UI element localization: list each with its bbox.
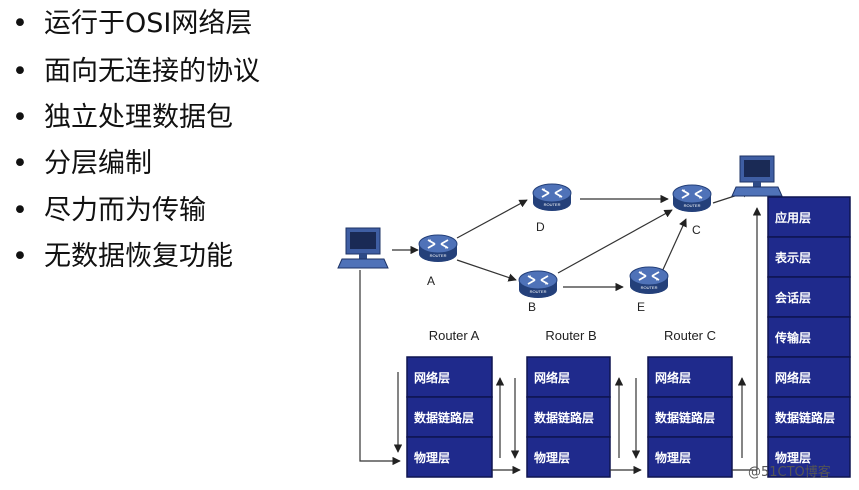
data-flow-arrows — [359, 207, 762, 475]
bullet-item: • 尽力而为传输 — [12, 191, 206, 231]
router-c-stack: 网络层 数据链路层 物理层 — [647, 356, 733, 478]
flow-arrow — [359, 270, 401, 466]
link-b-c — [557, 209, 673, 274]
layer-label: 网络层 — [414, 370, 450, 385]
layer-label: 物理层 — [534, 450, 570, 465]
layer-cell — [767, 356, 851, 398]
router-a-title: Router A — [429, 328, 480, 343]
bullet-dot: • — [12, 102, 28, 133]
router-icon-label: ROUTER — [430, 253, 447, 258]
layer-label: 应用层 — [775, 210, 811, 225]
router-a-icon: ROUTER — [418, 234, 458, 263]
node-label-d: D — [536, 220, 545, 234]
router-b-stack: 网络层 数据链路层 物理层 — [526, 356, 611, 478]
bullet-item: • 无数据恢复功能 — [12, 237, 233, 277]
router-icon-label: ROUTER — [684, 203, 701, 208]
bullet-text: 无数据恢复功能 — [44, 241, 233, 272]
bullet-item: • 运行于OSI网络层 — [12, 4, 252, 44]
layer-label: 物理层 — [775, 450, 811, 465]
layer-label: 数据链路层 — [775, 410, 835, 425]
host-protocol-stack: 应用层 表示层 会话层 传输层 网络层 数据链路层 物理层 — [767, 196, 851, 478]
bullet-text: 运行于OSI网络层 — [44, 8, 253, 39]
router-d-icon: ROUTER — [532, 183, 572, 212]
layer-cell — [526, 356, 611, 398]
layer-cell — [767, 396, 851, 438]
router-icon-label: ROUTER — [641, 285, 658, 290]
bullet-item: • 分层编制 — [12, 144, 152, 184]
layer-cell — [767, 276, 851, 318]
router-c-title: Router C — [664, 328, 716, 343]
link-a-d — [456, 199, 528, 239]
layer-label: 表示层 — [774, 250, 811, 265]
layer-cell — [406, 436, 493, 478]
layer-label: 数据链路层 — [534, 410, 594, 425]
bullet-text: 尽力而为传输 — [44, 195, 206, 226]
router-b-title: Router B — [545, 328, 596, 343]
link-e-c — [660, 218, 687, 275]
bullet-text: 面向无连接的协议 — [44, 56, 260, 87]
bullet-item: • 独立处理数据包 — [12, 98, 233, 138]
node-label-b: B — [528, 300, 536, 314]
watermark: @51CTO博客 — [748, 464, 831, 480]
layer-label: 物理层 — [655, 450, 691, 465]
layer-cell — [406, 356, 493, 398]
link-a-b — [456, 259, 517, 282]
bullet-dot: • — [12, 241, 28, 272]
bullet-dot: • — [12, 56, 28, 87]
layer-cell — [526, 436, 611, 478]
router-c-icon: ROUTER — [672, 184, 712, 213]
bullet-dot: • — [12, 148, 28, 179]
layer-label: 传输层 — [774, 330, 811, 345]
destination-pc-icon — [731, 155, 783, 197]
layer-label: 数据链路层 — [655, 410, 715, 425]
layer-cell — [647, 356, 733, 398]
source-pc-icon — [337, 227, 389, 269]
router-icon-label: ROUTER — [530, 289, 547, 294]
node-label-e: E — [637, 300, 645, 314]
node-label-c: C — [692, 223, 701, 237]
layer-label: 网络层 — [655, 370, 691, 385]
layer-label: 会话层 — [775, 290, 811, 305]
layer-cell — [647, 396, 733, 438]
connection-lines — [392, 189, 751, 292]
router-e-icon: ROUTER — [629, 266, 669, 295]
layer-label: 数据链路层 — [414, 410, 474, 425]
bullet-text: 分层编制 — [44, 148, 152, 179]
router-icon-label: ROUTER — [544, 202, 561, 207]
bullet-dot: • — [12, 195, 28, 226]
bullet-item: • 面向无连接的协议 — [12, 52, 260, 92]
bullet-dot: • — [12, 8, 28, 39]
layer-label: 物理层 — [414, 450, 450, 465]
layer-cell — [767, 436, 851, 478]
router-b-icon: ROUTER — [518, 270, 558, 299]
node-label-a: A — [427, 274, 435, 288]
layer-label: 网络层 — [775, 370, 811, 385]
layer-cell — [647, 436, 733, 478]
bullet-text: 独立处理数据包 — [44, 102, 233, 133]
router-a-stack: 网络层 数据链路层 物理层 — [406, 356, 493, 478]
layer-label: 网络层 — [534, 370, 570, 385]
